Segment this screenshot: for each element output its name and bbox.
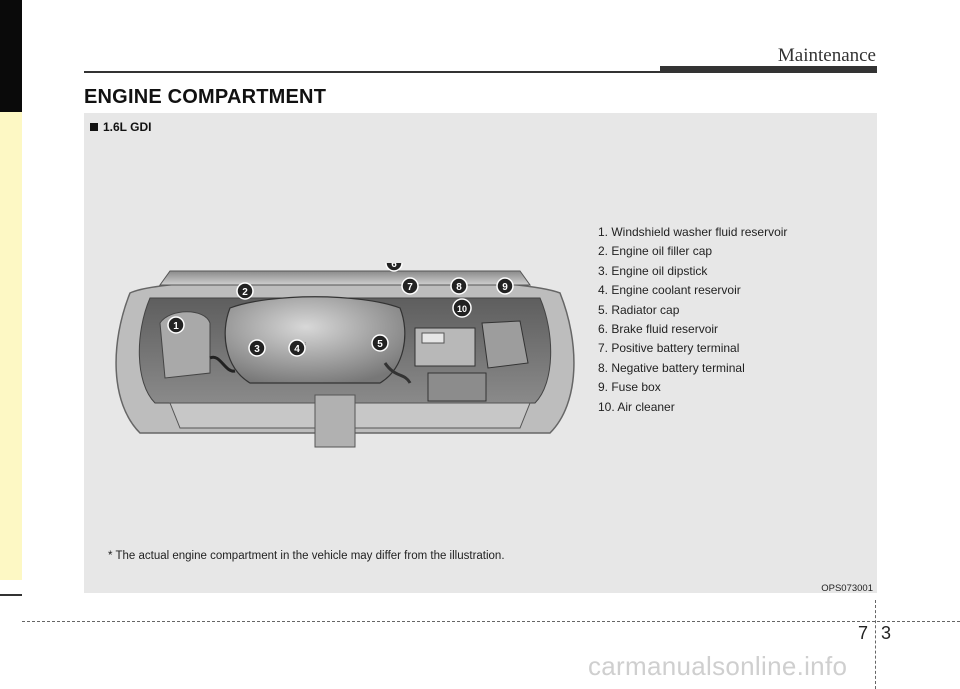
callout-8: 8 <box>450 277 468 295</box>
callout-7: 7 <box>401 277 419 295</box>
chapter-tab-marker <box>0 0 22 112</box>
legend-item: 2. Engine oil filler cap <box>598 244 713 259</box>
legend-item: 7. Positive battery terminal <box>598 341 740 356</box>
page-number-divider <box>875 600 876 689</box>
illustration-footnote: * The actual engine compartment in the v… <box>108 550 505 562</box>
legend-item: 6. Brake fluid reservoir <box>598 321 719 336</box>
svg-text:5: 5 <box>377 339 383 350</box>
svg-text:7: 7 <box>407 282 413 293</box>
callout-10: 10 <box>452 298 472 318</box>
figure-label-text: 1.6L GDI <box>103 120 152 134</box>
svg-text:8: 8 <box>456 282 462 293</box>
figure-label: 1.6L GDI <box>90 120 151 134</box>
section-title: Maintenance <box>777 45 876 66</box>
callout-2: 2 <box>236 282 254 300</box>
page-number: 3 <box>881 623 892 643</box>
header-rule-accent <box>660 66 877 73</box>
chapter-number: 7 <box>858 623 869 643</box>
svg-text:1: 1 <box>173 321 179 332</box>
svg-text:2: 2 <box>242 287 248 298</box>
callout-5: 5 <box>371 334 389 352</box>
callout-6: 6 <box>385 263 403 272</box>
component-legend: 1. Windshield washer fluid reservoir 2. … <box>598 223 787 417</box>
figure-code: OPS073001 <box>821 583 873 594</box>
svg-text:6: 6 <box>391 263 397 270</box>
watermark: carmanualsonline.info <box>588 651 848 681</box>
square-bullet-icon <box>90 123 98 131</box>
margin-line <box>0 594 22 596</box>
header-rule <box>84 71 664 73</box>
legend-item: 8. Negative battery terminal <box>598 360 745 375</box>
svg-text:9: 9 <box>502 282 508 293</box>
chapter-tab <box>0 0 22 580</box>
page-heading: ENGINE COMPARTMENT <box>84 86 327 108</box>
callout-9: 9 <box>496 277 514 295</box>
legend-item: 3. Engine oil dipstick <box>598 263 708 278</box>
figure-panel: 1.6L GDI GDi <box>84 113 877 594</box>
legend-item: 10. Air cleaner <box>598 399 675 414</box>
legend-item: 5. Radiator cap <box>598 302 680 317</box>
callout-3: 3 <box>248 339 266 357</box>
callout-4: 4 <box>288 339 306 357</box>
callout-1: 1 <box>167 316 185 334</box>
legend-item: 9. Fuse box <box>598 380 661 395</box>
svg-text:4: 4 <box>294 344 300 355</box>
footer-divider <box>22 621 960 622</box>
legend-item: 1. Windshield washer fluid reservoir <box>598 225 788 239</box>
engine-compartment-illustration: GDi 1 2 3 4 5 6 7 8 9 10 <box>115 263 575 448</box>
svg-text:3: 3 <box>254 344 260 355</box>
legend-item: 4. Engine coolant reservoir <box>598 283 741 298</box>
svg-text:10: 10 <box>457 304 467 314</box>
